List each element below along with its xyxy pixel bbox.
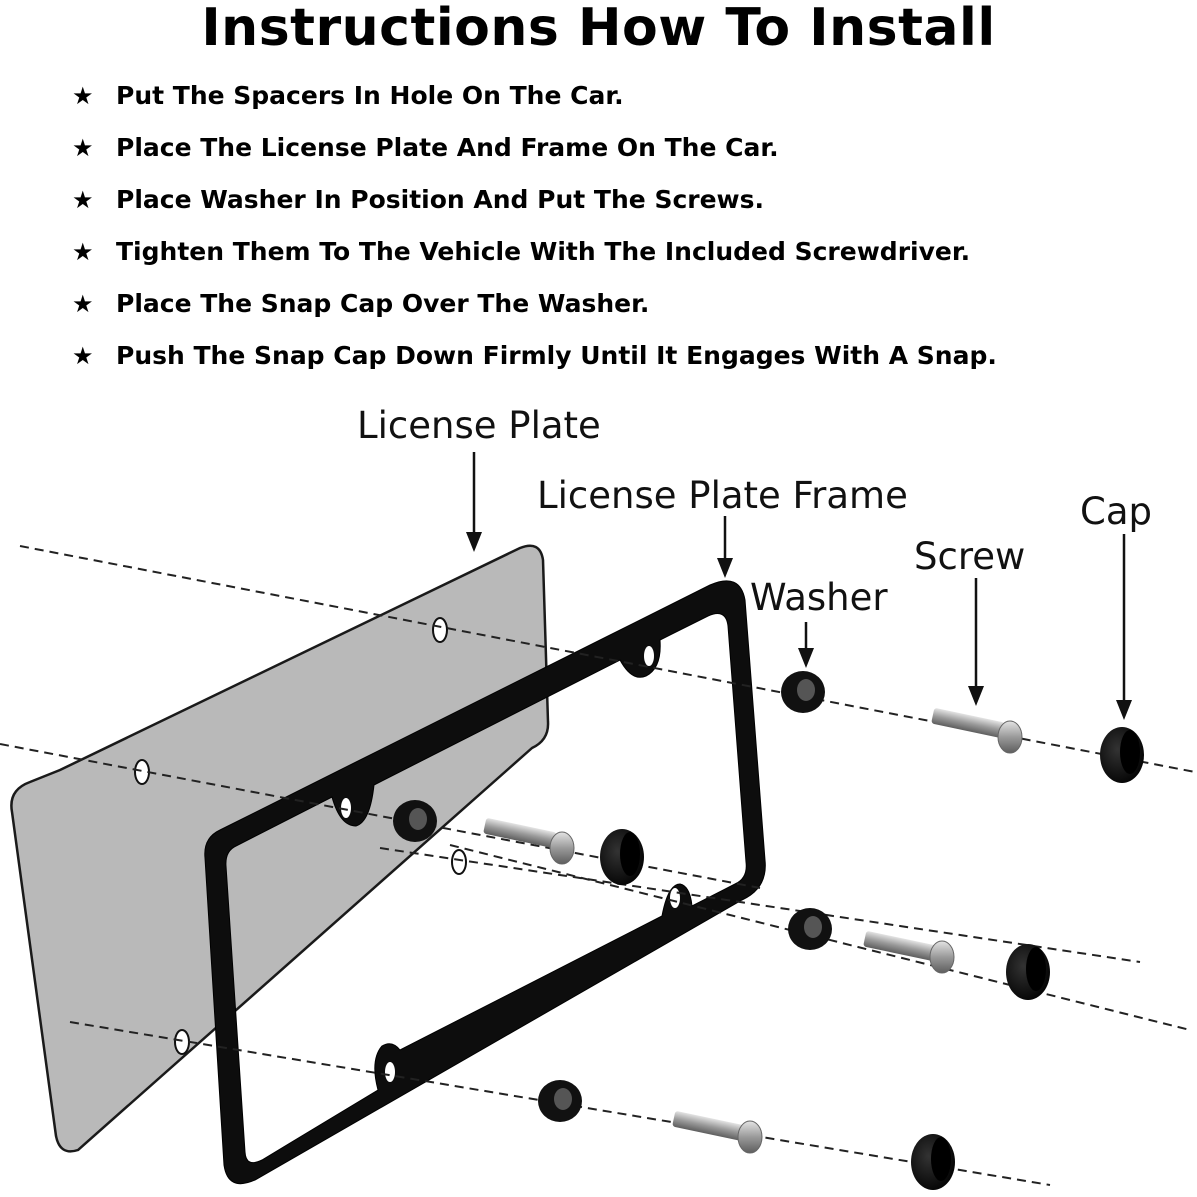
star-icon: ★ (72, 342, 94, 370)
washer (788, 908, 832, 950)
plate-hole (432, 617, 448, 643)
washer (393, 800, 437, 842)
plate-hole (451, 849, 467, 875)
frame-hole (670, 888, 680, 908)
arrow-license-plate (466, 452, 482, 552)
arrow-license-plate-frame (717, 516, 733, 578)
step-text: Put The Spacers In Hole On The Car. (116, 81, 624, 110)
step-text: Push The Snap Cap Down Firmly Until It E… (116, 341, 997, 370)
alignment-line (379, 847, 1141, 963)
step-text: Place Washer In Position And Put The Scr… (116, 185, 765, 214)
screw (483, 818, 575, 865)
frame-hole (341, 798, 351, 818)
label-license-plate-frame: License Plate Frame (537, 474, 908, 517)
frame-hole (644, 646, 654, 666)
instruction-step: ★ Put The Spacers In Hole On The Car. (72, 78, 997, 130)
star-icon: ★ (72, 82, 94, 110)
frame-hole (385, 1062, 395, 1082)
label-washer: Washer (750, 576, 888, 619)
plate-hole (174, 1029, 190, 1055)
cap (1100, 727, 1144, 783)
washer (781, 671, 825, 713)
cap (600, 829, 644, 885)
label-license-plate: License Plate (357, 404, 601, 447)
label-screw: Screw (914, 535, 1025, 578)
star-icon: ★ (72, 290, 94, 318)
star-icon: ★ (72, 238, 94, 266)
screw (672, 1111, 763, 1154)
license-plate (10, 544, 550, 1153)
alignment-line (0, 743, 761, 889)
arrow-cap (1116, 534, 1132, 720)
screw (931, 708, 1023, 754)
instruction-step: ★ Push The Snap Cap Down Firmly Until It … (72, 338, 997, 390)
star-icon: ★ (72, 134, 94, 162)
arrow-screw (968, 578, 984, 706)
page-title: Instructions How To Install (201, 0, 996, 58)
cap (1006, 944, 1050, 1000)
instruction-list: ★ Put The Spacers In Hole On The Car. ★ Pl… (72, 78, 997, 390)
instruction-step: ★ Place The Snap Cap Over The Washer. (72, 286, 997, 338)
label-cap: Cap (1080, 490, 1152, 533)
arrow-washer (798, 622, 814, 668)
instruction-step: ★ Place The License Plate And Frame On Th… (72, 130, 997, 182)
plate-hole (134, 759, 150, 785)
license-plate-frame (204, 580, 766, 1185)
step-text: Tighten Them To The Vehicle With The Inc… (116, 237, 971, 266)
instruction-step: ★ Place Washer In Position And Put The Sc… (72, 182, 997, 234)
washer (538, 1080, 582, 1122)
star-icon: ★ (72, 186, 94, 214)
screw (863, 931, 955, 974)
cap (911, 1134, 955, 1190)
step-text: Place The License Plate And Frame On The… (116, 133, 779, 162)
instruction-step: ★ Tighten Them To The Vehicle With The In… (72, 234, 997, 286)
step-text: Place The Snap Cap Over The Washer. (116, 289, 650, 318)
